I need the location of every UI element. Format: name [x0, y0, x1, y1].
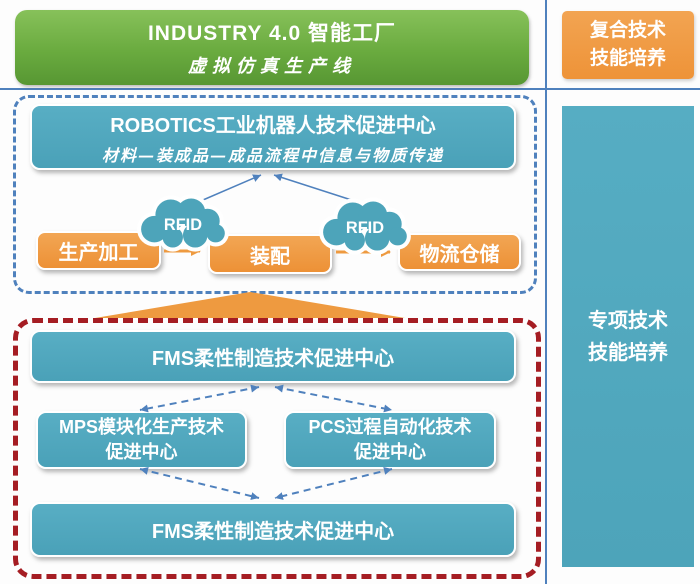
banner-subtitle: 虚拟仿真生产线	[188, 56, 356, 77]
composite-skill-line1: 复合技术	[589, 20, 666, 42]
banner-title: INDUSTRY 4.0 智能工厂	[147, 22, 397, 45]
pcs-line1: PCS过程自动化技术	[308, 416, 472, 437]
mps-line2: 促进中心	[105, 442, 178, 462]
rfid-cloud-right-icon: RFID	[319, 197, 411, 255]
column-divider-line	[545, 0, 547, 584]
process-box-assembly: 装配	[208, 234, 332, 274]
composite-skill-line2: 技能培养	[589, 48, 666, 69]
specialized-skill-box: 专项技术 技能培养	[562, 106, 694, 567]
process-box-label: 生产加工	[58, 242, 139, 264]
fms-panel	[13, 318, 541, 579]
pcs-line2: 促进中心	[354, 442, 426, 462]
up-arrow-icon	[95, 292, 405, 318]
process-box-label: 物流仓储	[419, 243, 500, 266]
row-divider-line	[0, 88, 700, 90]
specialized-skill-line1: 专项技术	[588, 309, 668, 332]
fms-bottom-bar-label: FMS柔性制造技术促进中心	[151, 521, 395, 543]
rfid-label: RFID	[346, 219, 384, 237]
robotics-title: ROBOTICS工业机器人技术促进中心	[110, 114, 436, 137]
specialized-skill-line2: 技能培养	[588, 341, 668, 364]
mps-line1: MPS模块化生产技术	[58, 416, 224, 437]
factory-banner: INDUSTRY 4.0 智能工厂 虚拟仿真生产线	[15, 10, 529, 85]
fms-top-bar-label: FMS柔性制造技术促进中心	[151, 348, 395, 370]
rfid-cloud-left-icon: RFID	[137, 194, 229, 252]
process-box-label: 装配	[250, 245, 290, 268]
robotics-subtitle: 材料—装成品—成品流程中信息与物质传递	[101, 145, 444, 165]
rfid-label: RFID	[164, 216, 202, 234]
process-box-logistics: 物流仓储	[398, 233, 521, 271]
fms-top-bar: FMS柔性制造技术促进中心	[30, 330, 516, 383]
composite-skill-box: 复合技术 技能培养	[562, 11, 694, 79]
fms-bottom-bar: FMS柔性制造技术促进中心	[30, 502, 516, 557]
robotics-header-box: ROBOTICS工业机器人技术促进中心 材料—装成品—成品流程中信息与物质传递	[30, 104, 516, 170]
mps-box: MPS模块化生产技术 促进中心	[36, 411, 247, 469]
pcs-box: PCS过程自动化技术 促进中心	[284, 411, 496, 469]
